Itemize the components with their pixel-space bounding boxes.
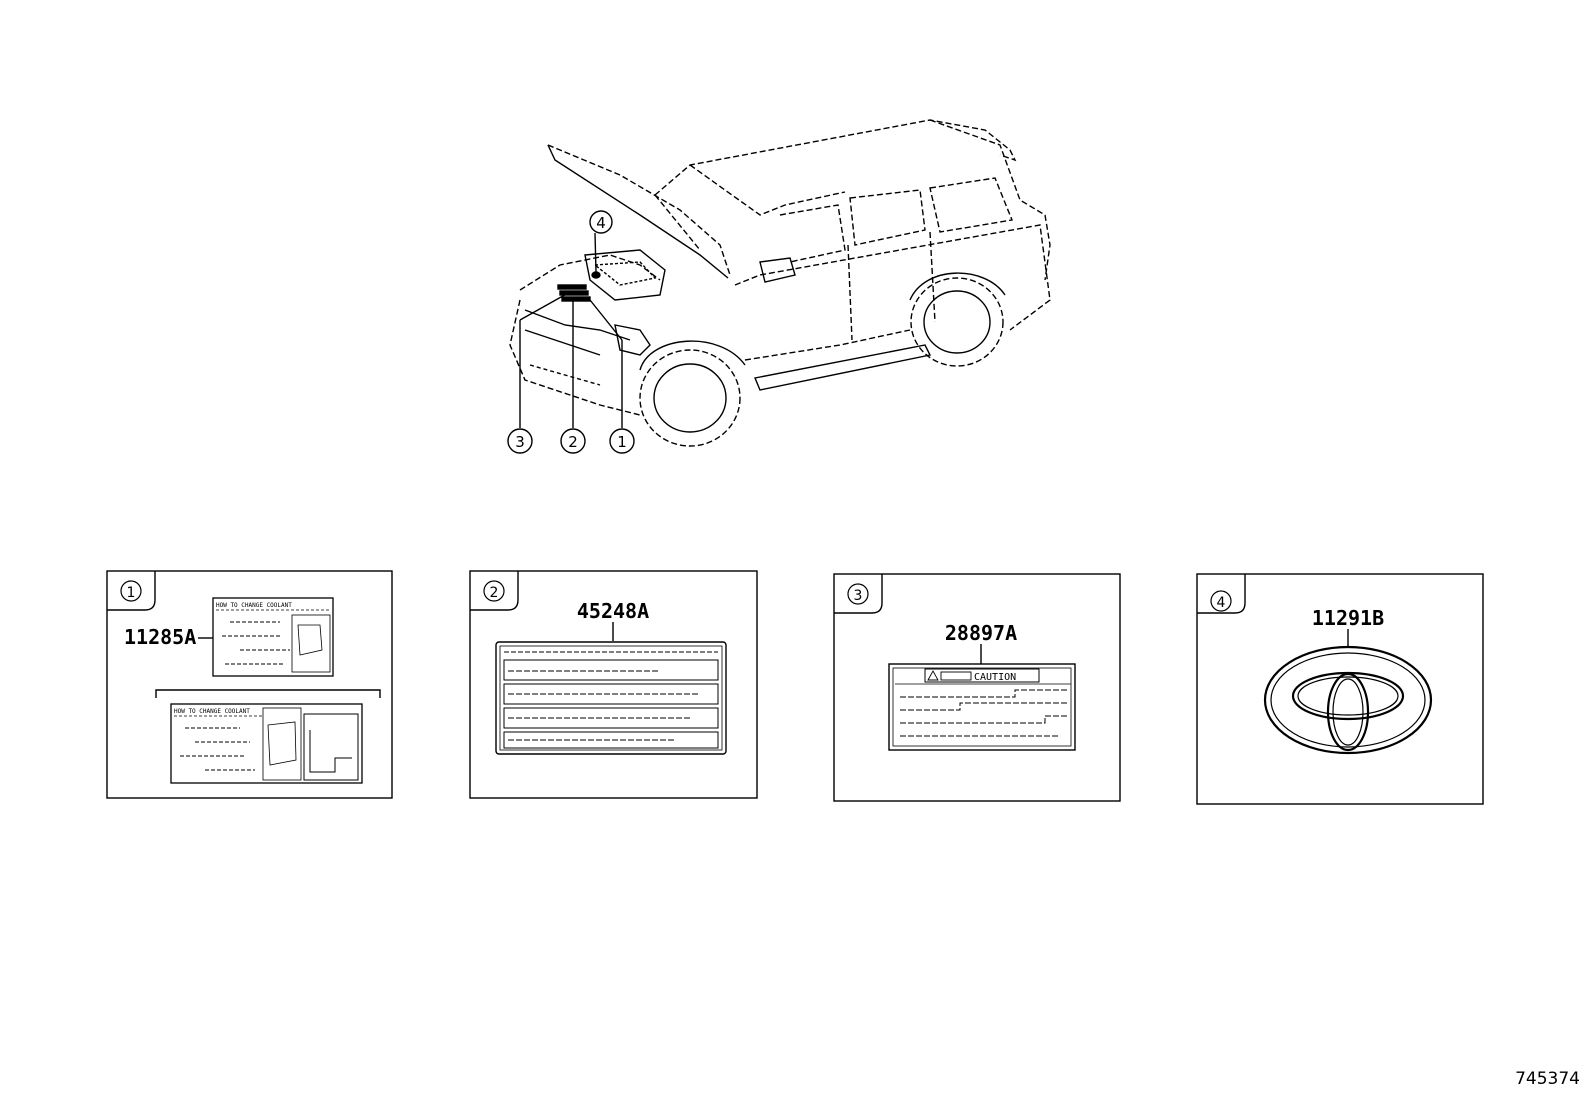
callout-3-number: 3 bbox=[515, 433, 525, 451]
panel-1-index: 1 bbox=[127, 585, 136, 601]
panel-4: 4 11291B bbox=[1196, 573, 1484, 805]
panel-1-part-number: 11285A bbox=[124, 625, 196, 649]
coolant-label-large-heading: HOW TO CHANGE COOLANT bbox=[174, 708, 250, 715]
vehicle-illustration bbox=[509, 119, 1051, 447]
panel-1: 1 11285A HOW TO CHANGE COOLANT HOW TO CH… bbox=[106, 570, 393, 799]
panel-3-index: 3 bbox=[854, 588, 863, 604]
callout-2-number: 2 bbox=[568, 433, 578, 451]
panel-4-part-number: 11291B bbox=[1312, 606, 1384, 630]
caution-label-28897a: CAUTION bbox=[888, 663, 1076, 751]
callout-4: 4 bbox=[589, 210, 613, 234]
panel-3: 3 28897A CAUTION bbox=[833, 573, 1121, 802]
callout-1-number: 1 bbox=[617, 433, 627, 451]
callout-3: 3 bbox=[507, 428, 533, 454]
callout-4-number: 4 bbox=[596, 214, 606, 232]
coolant-label-large: HOW TO CHANGE COOLANT bbox=[170, 703, 363, 784]
diagram-id: 745374 bbox=[1515, 1069, 1580, 1089]
coolant-label-small-heading: HOW TO CHANGE COOLANT bbox=[216, 602, 292, 609]
warning-label-45248a bbox=[495, 641, 727, 755]
panel-2: 2 45248A bbox=[469, 570, 758, 799]
callout-2: 2 bbox=[560, 428, 586, 454]
panel-4-index: 4 bbox=[1217, 595, 1226, 611]
emblem-logo bbox=[1263, 645, 1433, 755]
callout-1: 1 bbox=[609, 428, 635, 454]
panel-2-index: 2 bbox=[490, 585, 499, 601]
coolant-label-small: HOW TO CHANGE COOLANT bbox=[212, 597, 334, 677]
caution-heading: CAUTION bbox=[974, 672, 1016, 683]
panel-3-part-number: 28897A bbox=[945, 621, 1017, 645]
callout-leaders bbox=[519, 232, 623, 428]
panel-2-part-number: 45248A bbox=[577, 599, 649, 623]
